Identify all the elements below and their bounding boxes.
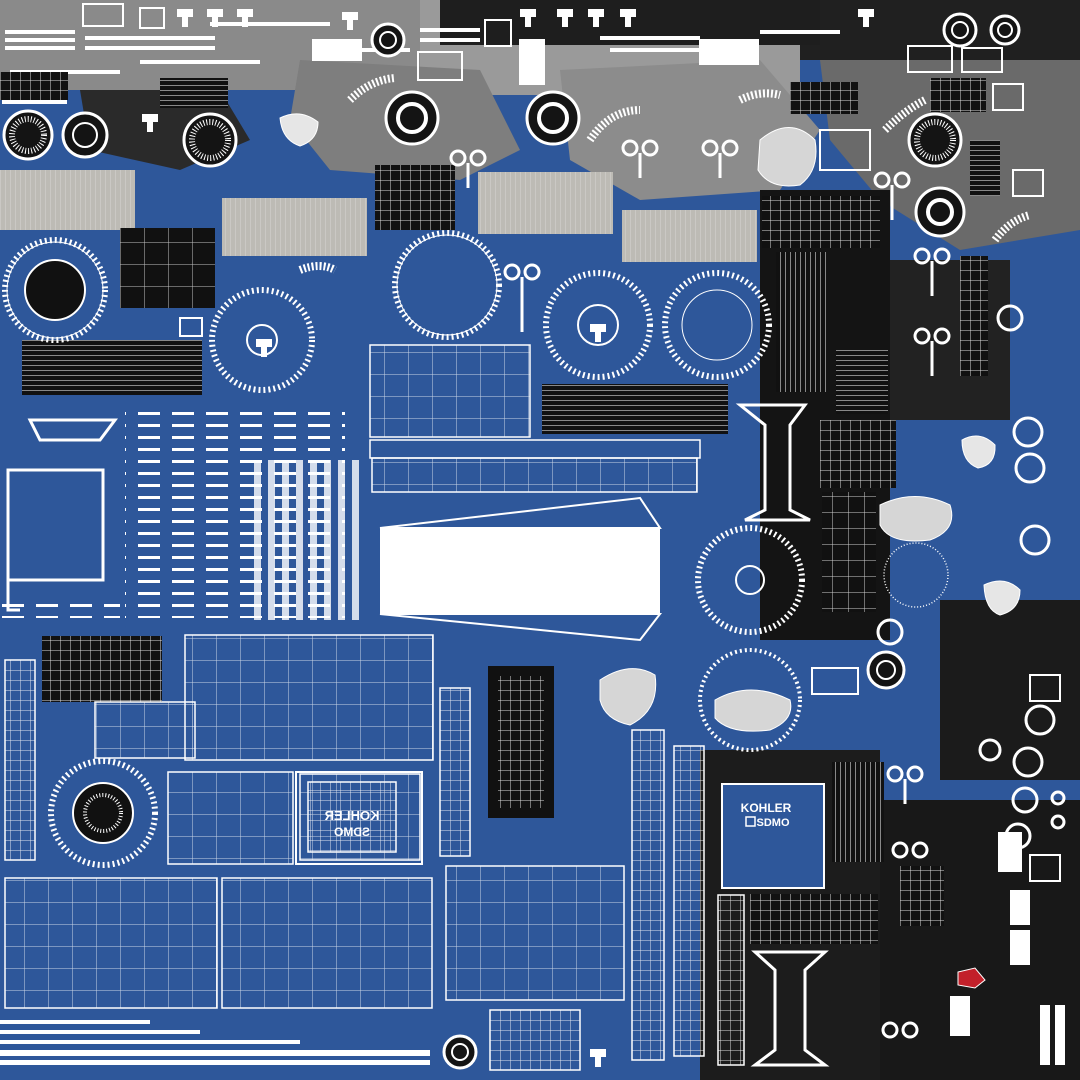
curved-segments bbox=[298, 74, 1032, 274]
kohler-brand: KOHLER bbox=[741, 801, 792, 815]
bottom-strip bbox=[0, 1020, 430, 1065]
dash-fields bbox=[0, 408, 360, 620]
frame-stands bbox=[6, 403, 830, 1067]
sdmo-sub: SDMO bbox=[757, 817, 790, 829]
ring-cluster bbox=[876, 304, 1066, 850]
small-frames bbox=[82, 3, 1061, 882]
connector-links bbox=[449, 139, 951, 1039]
sdmo-sub-mirrored: SDMO bbox=[334, 825, 370, 839]
white-rect-blocks bbox=[950, 832, 1065, 1065]
tire-rings bbox=[2, 12, 1021, 1070]
kohler-brand-mirrored: KOHLER bbox=[324, 808, 380, 823]
peg-row bbox=[142, 9, 874, 1067]
dark-grid-panels bbox=[0, 72, 1000, 944]
kohler-logo-panel: KOHLER SDMO bbox=[721, 783, 825, 889]
beige-panels bbox=[0, 170, 757, 262]
striped-band bbox=[369, 439, 701, 642]
blue-small-grid bbox=[4, 659, 745, 1071]
red-accent-part bbox=[957, 967, 986, 989]
kohler-logo-mirrored: KOHLER SDMO bbox=[295, 771, 423, 865]
mesh-blobs bbox=[279, 113, 1021, 732]
disc-wheels bbox=[2, 230, 949, 868]
